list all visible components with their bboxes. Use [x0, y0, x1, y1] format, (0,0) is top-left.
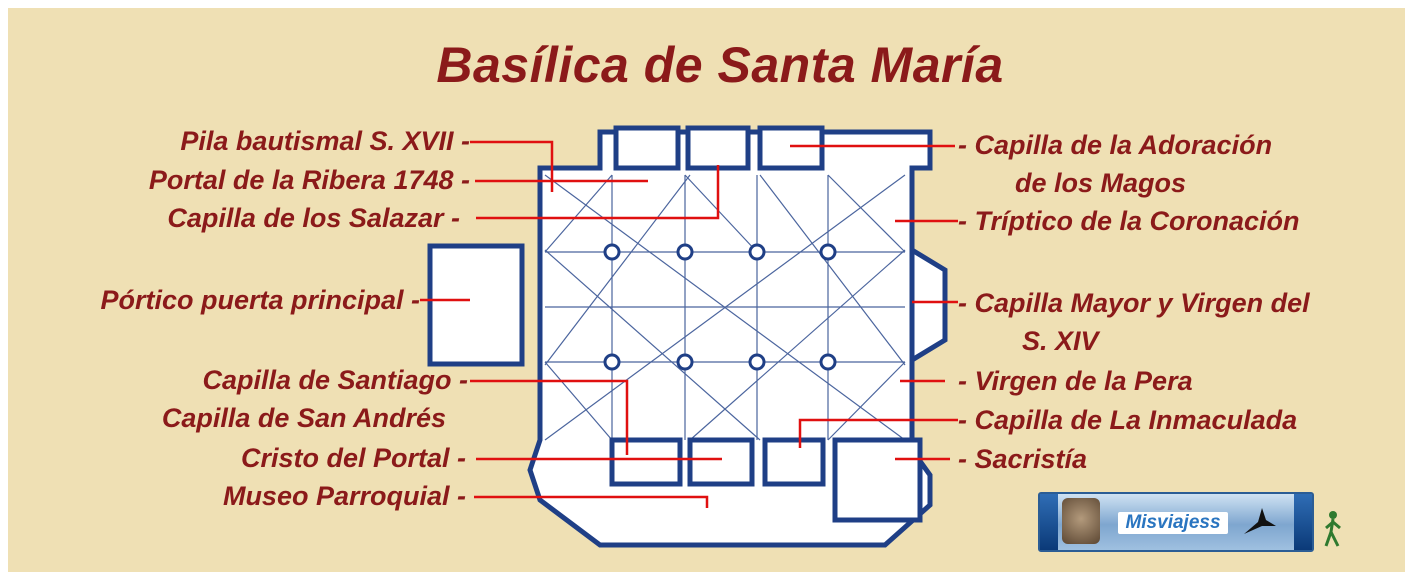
logo-text: Misviajess — [1118, 512, 1228, 534]
pointer-line — [470, 379, 629, 455]
label-capilla-salazar: Capilla de los Salazar - — [167, 203, 460, 233]
label-cristo-portal: Cristo del Portal - — [240, 443, 466, 473]
bottom-chapel-2 — [687, 437, 755, 487]
pointer-line — [470, 140, 554, 192]
label-pila-bautismal: Pila bautismal S. XVII - — [180, 126, 470, 156]
top-chapel-3 — [757, 125, 825, 171]
pillar — [676, 243, 694, 261]
pillar — [603, 353, 621, 371]
pillar — [819, 353, 837, 371]
label-portal-ribera: Portal de la Ribera 1748 - — [148, 165, 470, 195]
label-capilla-santiago: Capilla de Santiago - — [202, 365, 468, 395]
apse-outline — [909, 245, 948, 365]
misviajess-logo: Misviajess — [1038, 492, 1314, 552]
portico-annex — [427, 243, 525, 367]
bird-icon — [1244, 508, 1276, 534]
label-capilla-san-andres: Capilla de San Andrés — [161, 403, 446, 433]
pointer-line — [474, 495, 709, 508]
top-chapel-2 — [685, 125, 751, 171]
label-portico-principal: Pórtico puerta principal - — [100, 285, 420, 315]
label-museo-parroquial: Museo Parroquial - — [222, 481, 466, 511]
label-capilla-inmaculada: - Capilla de La Inmaculada — [958, 405, 1298, 435]
label-triptico-coronacion: - Tríptico de la Coronación — [958, 206, 1300, 236]
label-virgen-pera: - Virgen de la Pera — [958, 366, 1193, 396]
pillars — [603, 243, 837, 371]
label-capilla-adoracion: - Capilla de la Adoración — [958, 130, 1273, 160]
top-chapel-1 — [613, 125, 681, 171]
sacristy-room — [832, 437, 923, 523]
pillar — [603, 243, 621, 261]
pillar — [748, 243, 766, 261]
pillar — [748, 353, 766, 371]
pointer-line — [476, 165, 720, 220]
label-sacristia: - Sacristía — [958, 444, 1088, 474]
bottom-chapel-1 — [609, 437, 683, 487]
bottom-chapel-3 — [762, 437, 826, 487]
hiker-icon — [1324, 511, 1341, 547]
pointer-line — [798, 418, 958, 448]
pointer-lines — [420, 140, 958, 508]
pillar — [676, 353, 694, 371]
pillar — [819, 243, 837, 261]
statue-face-icon — [1062, 498, 1100, 544]
label-capilla-mayor: - Capilla Mayor y Virgen del — [958, 288, 1310, 318]
page-title: Basílica de Santa María — [436, 37, 1004, 93]
label-capilla-mayor-cont: S. XIV — [1022, 326, 1099, 356]
label-capilla-adoracion-cont: de los Magos — [1015, 168, 1187, 198]
